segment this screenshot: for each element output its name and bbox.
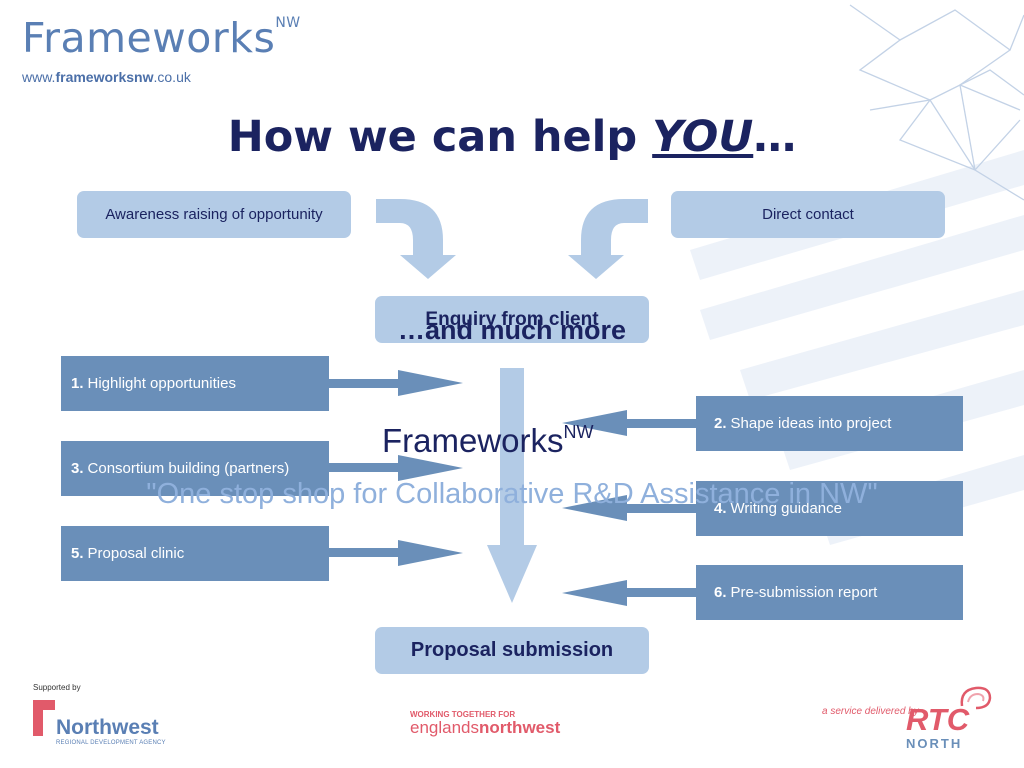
arrow-step-3 xyxy=(329,455,463,481)
overlay-frameworks: FrameworksNW xyxy=(382,422,594,460)
step-box-5: 5.Proposal clinic xyxy=(61,526,329,581)
step-box-6: 6.Pre-submission report xyxy=(696,565,963,620)
step-label: Shape ideas into project xyxy=(730,415,892,432)
rtc-swirl-icon xyxy=(960,686,992,710)
url-suffix: .co.uk xyxy=(153,69,191,85)
arrow-step-4 xyxy=(562,495,696,521)
overlay-tagline: "One stop shop for Collaborative R&D Ass… xyxy=(146,478,878,510)
slide-title: How we can help YOU… xyxy=(0,112,1024,162)
submission-box: Proposal submission xyxy=(375,627,649,674)
north-wordmark: NORTH xyxy=(906,736,963,751)
url-domain: frameworksnw xyxy=(55,69,154,85)
step-number: 6. xyxy=(714,584,727,601)
step-box-1: 1.Highlight opportunities xyxy=(61,356,329,411)
rtc-wordmark: RTC xyxy=(906,702,970,737)
step-box-4: 4.Writing guidance xyxy=(696,481,963,536)
title-ellipsis: … xyxy=(753,112,797,162)
step-label: Highlight opportunities xyxy=(87,375,236,392)
arrow-step-1 xyxy=(329,370,463,396)
rda-subtitle: REGIONAL DEVELOPMENT AGENCY xyxy=(56,740,166,746)
englands-text: englands xyxy=(410,718,480,737)
website-url[interactable]: www.frameworksnw.co.uk xyxy=(22,69,191,85)
arrow-step-2 xyxy=(562,410,696,436)
curved-arrow-right xyxy=(568,199,648,279)
northwest-logo-mark xyxy=(33,700,55,736)
northwest-text: northwest xyxy=(479,718,561,737)
title-emphasis: YOU xyxy=(652,112,754,162)
northwest-wordmark: Northwest xyxy=(56,716,159,739)
step-label: Pre-submission report xyxy=(730,584,878,601)
step-number: 4. xyxy=(714,500,727,517)
source-box-direct-contact: Direct contact xyxy=(671,191,945,238)
step-label: Consortium building (partners) xyxy=(87,460,290,477)
englands-northwest-logo: englandsnorthwest xyxy=(410,718,560,738)
enquiry-label: Enquiry from client xyxy=(425,309,599,330)
brand-superscript: NW xyxy=(275,15,301,31)
overlay-frameworks-sup: NW xyxy=(563,422,594,442)
central-down-arrow xyxy=(487,368,537,603)
source-label-awareness: Awareness raising of opportunity xyxy=(105,206,323,223)
supported-by-label: Supported by xyxy=(33,683,81,692)
curved-arrow-left xyxy=(376,199,456,279)
title-main: How we can help xyxy=(227,112,653,162)
overlay-frameworks-name: Frameworks xyxy=(382,422,564,459)
step-number: 2. xyxy=(714,415,727,432)
step-number: 3. xyxy=(71,460,84,477)
step-box-2: 2.Shape ideas into project xyxy=(696,396,963,451)
step-label: Writing guidance xyxy=(730,500,842,517)
working-together-label: WORKING TOGETHER FOR xyxy=(410,710,516,719)
brand-name: Frameworks xyxy=(22,14,276,62)
source-box-awareness: Awareness raising of opportunity xyxy=(77,191,351,238)
service-delivered-by-label: a service delivered by xyxy=(822,706,919,717)
submission-label: Proposal submission xyxy=(410,639,614,661)
step-number: 1. xyxy=(71,375,84,392)
arrow-step-6 xyxy=(562,580,696,606)
step-box-3: 3.Consortium building (partners) xyxy=(61,441,329,496)
source-label-direct-contact: Direct contact xyxy=(762,206,854,223)
brand-logo: FrameworksNW xyxy=(22,15,301,59)
step-label: Proposal clinic xyxy=(87,545,185,562)
step-number: 5. xyxy=(71,545,84,562)
enquiry-box: Enquiry from client xyxy=(375,296,649,343)
url-prefix: www. xyxy=(22,69,56,85)
overlay-much-more: …and much more xyxy=(397,315,627,345)
background-lattice xyxy=(849,4,1024,201)
arrow-step-5 xyxy=(329,540,463,566)
